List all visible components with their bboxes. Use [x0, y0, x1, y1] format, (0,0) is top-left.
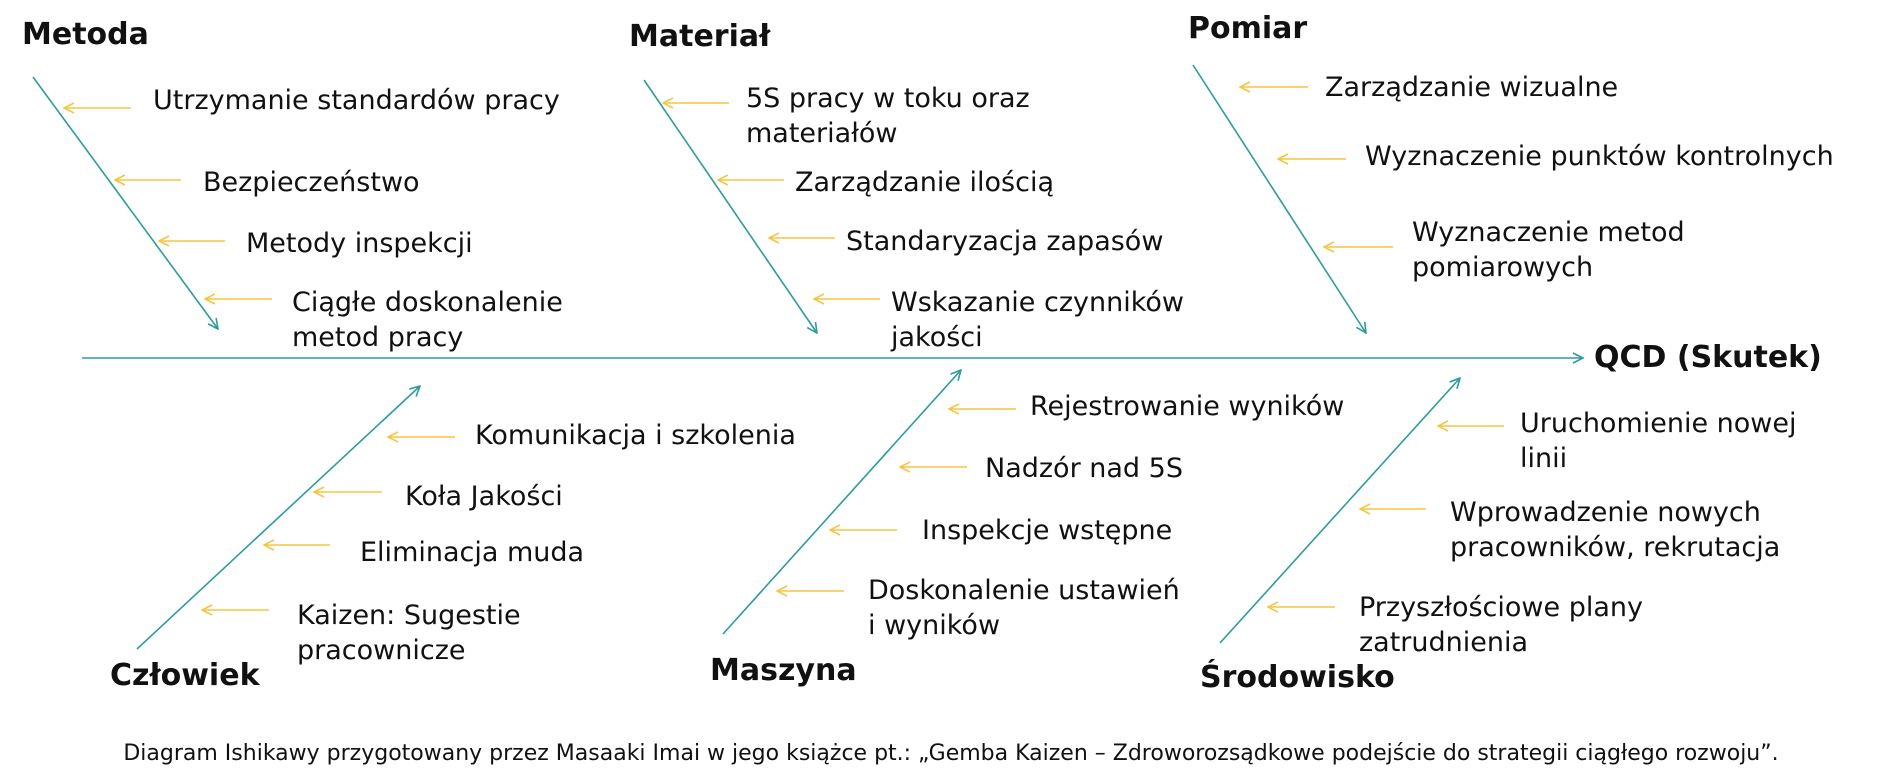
cause-maszyna-2: Nadzór nad 5S	[985, 453, 1183, 484]
cause-material-1-line-1: 5S pracy w toku oraz	[746, 83, 1030, 114]
cause-metoda-4-line-1: Ciągłe doskonalenie	[292, 287, 563, 318]
cause-srodowisko-1: Uruchomienie nowej linii	[1520, 406, 1797, 476]
bone-material	[643, 79, 817, 333]
cause-metoda-3: Metody inspekcji	[246, 228, 473, 259]
cause-metoda-1: Utrzymanie standardów pracy	[153, 85, 560, 116]
category-title-srodowisko: Środowisko	[1200, 660, 1395, 695]
cause-material-3: Standaryzacja zapasów	[846, 226, 1164, 257]
cause-srodowisko-2-line-2: pracowników, rekrutacja	[1450, 532, 1781, 563]
cause-czlowiek-4: Kaizen: Sugestie pracownicze	[297, 598, 521, 668]
cause-czlowiek-2: Koła Jakości	[405, 481, 563, 512]
category-title-metoda: Metoda	[22, 17, 149, 52]
cause-pomiar-3: Wyznaczenie metod pomiarowych	[1412, 215, 1685, 285]
cause-czlowiek-3: Eliminacja muda	[360, 537, 585, 568]
cause-material-4-line-1: Wskazanie czynników	[891, 287, 1184, 318]
cause-srodowisko-3-line-1: Przyszłościowe plany	[1359, 592, 1643, 623]
cause-maszyna-3: Inspekcje wstępne	[922, 515, 1173, 546]
cause-srodowisko-3: Przyszłościowe plany zatrudnienia	[1359, 590, 1643, 660]
cause-maszyna-4-line-1: Doskonalenie ustawień	[868, 575, 1180, 606]
cause-srodowisko-2: Wprowadzenie nowych pracowników, rekruta…	[1450, 495, 1780, 565]
cause-czlowiek-1: Komunikacja i szkolenia	[475, 420, 796, 451]
cause-srodowisko-1-line-1: Uruchomienie nowej	[1520, 408, 1797, 439]
category-title-material: Materiał	[629, 19, 771, 54]
cause-srodowisko-2-line-1: Wprowadzenie nowych	[1450, 497, 1761, 528]
bone-czlowiek	[136, 386, 420, 650]
cause-pomiar-1: Zarządzanie wizualne	[1325, 72, 1619, 103]
diagram-caption: Diagram Ishikawy przygotowany przez Masa…	[123, 741, 1779, 766]
cause-pomiar-3-line-1: Wyznaczenie metod	[1412, 217, 1685, 248]
cause-material-4-line-2: jakości	[891, 322, 983, 353]
cause-srodowisko-3-line-2: zatrudnienia	[1359, 627, 1529, 658]
bone-srodowisko	[1219, 378, 1460, 644]
cause-material-1-line-2: materiałów	[746, 118, 898, 149]
bone-pomiar	[1192, 64, 1366, 333]
cause-metoda-2: Bezpieczeństwo	[203, 167, 420, 198]
cause-maszyna-1: Rejestrowanie wyników	[1030, 391, 1345, 422]
cause-material-4: Wskazanie czynników jakości	[891, 285, 1184, 355]
effect-label: QCD (Skutek)	[1594, 340, 1822, 375]
cause-arrows-layer	[64, 87, 1504, 610]
cause-material-2: Zarządzanie ilością	[795, 167, 1055, 198]
cause-maszyna-4-line-2: i wyników	[868, 610, 1001, 641]
cause-material-1: 5S pracy w toku oraz materiałów	[746, 81, 1030, 151]
category-title-maszyna: Maszyna	[710, 653, 857, 688]
bone-maszyna	[722, 370, 961, 635]
cause-pomiar-2: Wyznaczenie punktów kontrolnych	[1365, 141, 1834, 172]
category-title-czlowiek: Człowiek	[110, 658, 260, 693]
cause-srodowisko-1-line-2: linii	[1520, 443, 1568, 474]
cause-metoda-4: Ciągłe doskonalenie metod pracy	[292, 285, 563, 355]
cause-metoda-4-line-2: metod pracy	[292, 322, 464, 353]
category-title-pomiar: Pomiar	[1188, 11, 1308, 46]
cause-czlowiek-4-line-2: pracownicze	[297, 635, 466, 666]
cause-pomiar-3-line-2: pomiarowych	[1412, 252, 1594, 283]
cause-czlowiek-4-line-1: Kaizen: Sugestie	[297, 600, 521, 631]
bone-metoda	[32, 76, 218, 329]
cause-maszyna-4: Doskonalenie ustawień i wyników	[868, 573, 1180, 643]
bones-layer	[32, 64, 1583, 650]
